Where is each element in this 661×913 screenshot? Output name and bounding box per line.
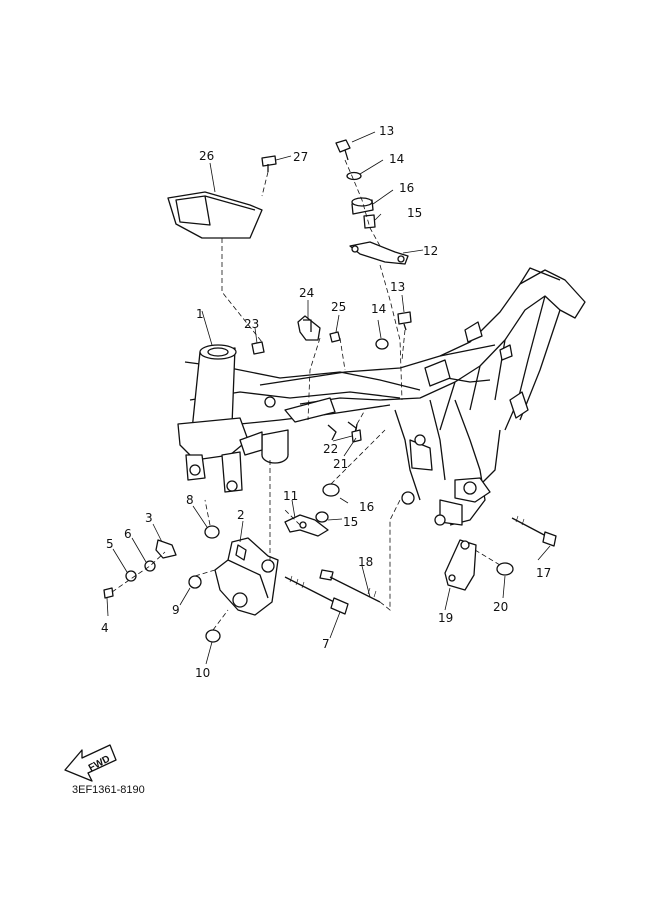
collar-part-15-low	[315, 511, 329, 523]
callout-8: 8	[186, 493, 194, 507]
washer-part-5	[125, 570, 137, 582]
callout-15-low: 15	[343, 515, 358, 529]
bracket-part-11	[284, 514, 329, 537]
assembly-lines	[111, 159, 501, 631]
callout-4: 4	[101, 621, 109, 635]
bolt-part-25	[329, 331, 341, 343]
callout-16-top: 16	[399, 181, 414, 195]
bolt-part-13-mid	[397, 311, 412, 331]
clamp-part-24	[297, 315, 321, 341]
callout-17: 17	[536, 566, 551, 580]
callout-19: 19	[438, 611, 453, 625]
callout-23: 23	[244, 317, 259, 331]
engine-bracket-part-2	[214, 537, 279, 616]
callout-11: 11	[283, 489, 298, 503]
callout-labels: 1 2 3 4 5 6 7 8 9 10 11 12 13 13 14 14 1…	[101, 124, 551, 680]
washer-part-14-top	[346, 171, 362, 181]
long-bolt-part-18	[319, 569, 381, 603]
long-bolt-part-17	[511, 515, 557, 547]
callout-15-top: 15	[407, 206, 422, 220]
nut-part-9	[188, 575, 202, 589]
callout-25: 25	[331, 300, 346, 314]
bracket-part-19	[444, 539, 477, 591]
callout-12: 12	[423, 244, 438, 258]
callout-2: 2	[237, 508, 245, 522]
callout-20: 20	[493, 600, 508, 614]
bolt-part-27	[261, 155, 277, 172]
callout-26: 26	[199, 149, 214, 163]
callout-27: 27	[293, 150, 308, 164]
side-cover-part-26	[167, 191, 263, 239]
callout-24: 24	[299, 286, 314, 300]
callout-14-mid: 14	[371, 302, 386, 316]
bolt-part-22	[351, 423, 362, 443]
callout-14-top: 14	[389, 152, 404, 166]
bolt-part-7	[284, 575, 349, 615]
callout-9: 9	[172, 603, 180, 617]
callout-21: 21	[333, 457, 348, 471]
collar-part-8	[204, 525, 220, 539]
bolt-part-4	[103, 587, 114, 599]
bolt-part-23	[251, 341, 265, 355]
callout-1: 1	[196, 307, 204, 321]
callout-13-top: 13	[379, 124, 394, 138]
collar-part-10	[205, 629, 221, 643]
washer-part-14-mid	[375, 338, 389, 350]
main-frame	[177, 267, 586, 526]
callout-10: 10	[195, 666, 210, 680]
callout-5: 5	[106, 537, 114, 551]
callout-18: 18	[358, 555, 373, 569]
bolt-part-13-top	[335, 139, 351, 161]
leader-lines	[106, 131, 551, 665]
bracket-part-12	[349, 241, 409, 265]
callout-13-mid: 13	[390, 280, 405, 294]
callout-22: 22	[323, 442, 338, 456]
callout-7: 7	[322, 637, 330, 651]
damper-part-16-top	[351, 197, 374, 215]
collar-part-15-top	[363, 214, 376, 229]
nut-part-20	[496, 562, 514, 576]
callout-6: 6	[124, 527, 132, 541]
damper-part-16-low	[322, 483, 340, 497]
diagram-code: 3EF1361-8190	[72, 784, 145, 796]
callout-16-low: 16	[359, 500, 374, 514]
callout-3: 3	[145, 511, 153, 525]
fwd-arrow-icon: FWD	[64, 744, 117, 782]
bolt-part-3	[155, 539, 177, 559]
